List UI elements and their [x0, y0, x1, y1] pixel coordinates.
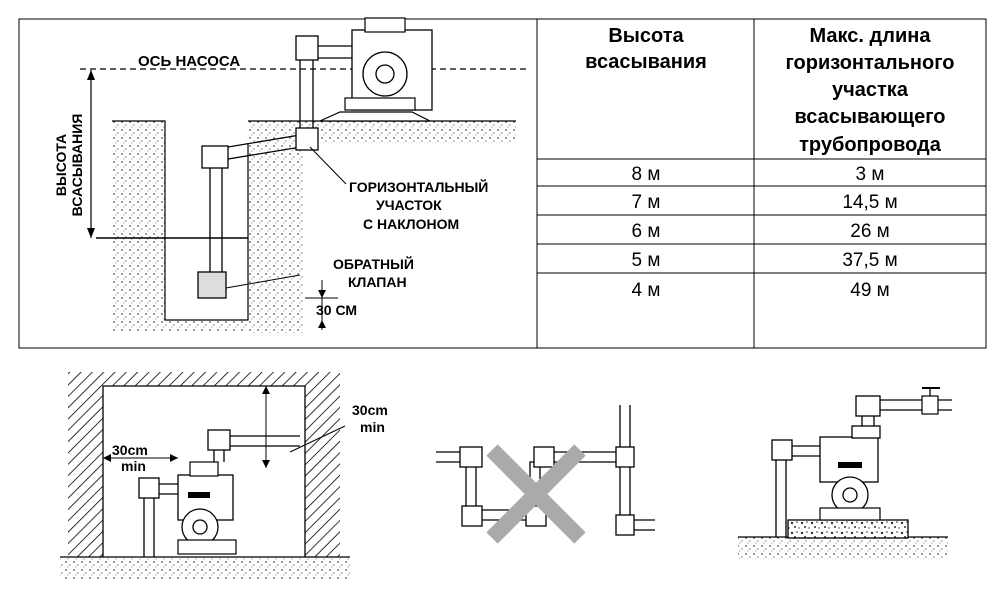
- horizontal-section-label-3: С НАКЛОНОМ: [363, 216, 459, 232]
- cross-icon: [486, 444, 586, 544]
- cell-height-2: 6 м: [632, 221, 661, 242]
- pipes-small: [138, 429, 300, 557]
- check-valve: [197, 271, 227, 299]
- cell-length-0: 3 м: [856, 164, 885, 185]
- pump-small: [177, 461, 237, 555]
- wavy-pipe: [436, 405, 655, 536]
- header-length-1: Макс. длина: [810, 25, 932, 47]
- cell-height-1: 7 м: [632, 192, 661, 213]
- soil-left: [112, 121, 165, 331]
- header-height-1: Высота: [608, 25, 684, 47]
- soil-right-wall: [248, 143, 303, 333]
- side-clearance-label-1: 30cm: [112, 442, 148, 458]
- pump-right: [819, 436, 881, 521]
- top-panel-frame: [18, 18, 987, 349]
- pump-axis-label: ОСЬ НАСОСА: [138, 53, 240, 70]
- horizontal-section-leader: [309, 146, 347, 185]
- valve-icon: [921, 387, 940, 415]
- cell-length-2: 26 м: [850, 221, 889, 242]
- installation-clearance-diagram: 30cm min 30cm min: [60, 372, 388, 579]
- wall-left: [68, 372, 103, 557]
- suction-height-label-1: ВЫСОТА: [53, 134, 69, 196]
- wall-right: [305, 372, 340, 557]
- ground-right: [738, 537, 948, 559]
- header-length-2: горизонтального: [785, 52, 954, 74]
- check-valve-leader: [225, 274, 301, 289]
- side-clearance-label-2: min: [121, 458, 146, 474]
- header-length-3: участка: [832, 79, 909, 101]
- header-length-4: всасывающего: [794, 106, 945, 128]
- cell-height-0: 8 м: [632, 164, 661, 185]
- cell-length-3: 37,5 м: [842, 250, 897, 271]
- top-clearance-label-2: min: [360, 419, 385, 435]
- pipes-right: [771, 395, 952, 537]
- clearance-label: 30 СМ: [316, 302, 357, 318]
- suction-table: Высота всасывания Макс. длина горизонтал…: [536, 19, 986, 348]
- floor: [60, 557, 350, 579]
- wall-top: [68, 372, 340, 386]
- header-length-5: трубопровода: [799, 134, 942, 156]
- check-valve-label-2: КЛАПАН: [348, 274, 407, 290]
- cell-height-4: 4 м: [632, 280, 661, 301]
- suction-pipe: [201, 35, 352, 275]
- top-clearance-label-1: 30cm: [352, 402, 388, 418]
- check-valve-label-1: ОБРАТНЫЙ: [333, 255, 414, 272]
- horizontal-section-label-2: УЧАСТОК: [376, 197, 442, 213]
- foundation: [787, 519, 909, 539]
- correct-installation-diagram: [738, 387, 952, 559]
- cell-length-4: 49 м: [850, 280, 889, 301]
- suction-diagram: ОСЬ НАСОСА ВЫСОТА ВСАСЫВАНИЯ: [53, 17, 526, 333]
- pump-platform: [319, 111, 431, 122]
- cell-height-3: 5 м: [632, 250, 661, 271]
- suction-height-label-2: ВСАСЫВАНИЯ: [69, 114, 85, 217]
- pump: [344, 17, 433, 111]
- incorrect-pipe-diagram: [436, 405, 655, 544]
- header-height-2: всасывания: [585, 51, 707, 73]
- soil-top-right: [248, 121, 516, 143]
- horizontal-section-label-1: ГОРИЗОНТАЛЬНЫЙ: [349, 178, 488, 195]
- cell-length-1: 14,5 м: [842, 192, 897, 213]
